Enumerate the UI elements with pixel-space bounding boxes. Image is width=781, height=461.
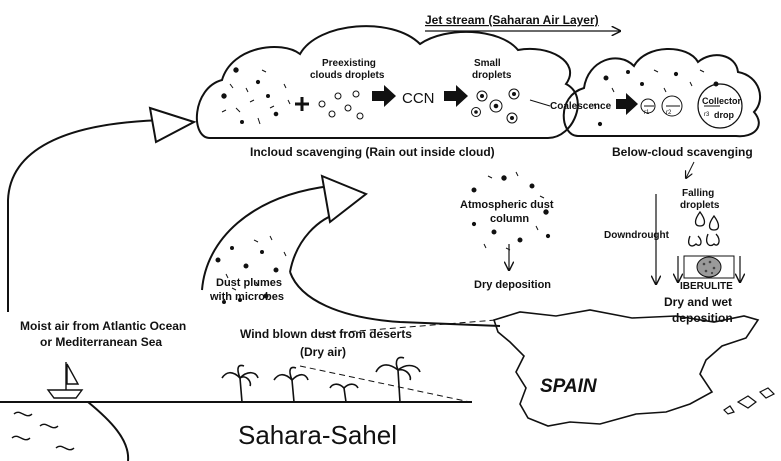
dust-plume-right-edge [289,271,501,327]
wind-blown-label-2: (Dry air) [300,345,346,359]
small-droplets-label-1: Small [474,58,501,69]
incloud-caption: Incloud scavenging (Rain out inside clou… [250,145,495,159]
palm-tree-1 [221,364,259,403]
moist-air-arrowhead [148,106,197,144]
belowcloud-caption: Below-cloud scavenging [612,145,753,159]
palm-trees [221,356,421,403]
r2-label: r2 [666,110,672,116]
plumes-label-1: Dust plumes [216,277,282,289]
atmospheric-dust-specks [471,171,551,251]
coalescence-label: Coalescence [550,101,612,112]
drywet-label-2: deposition [672,311,733,325]
ccn-label: CCN [402,90,435,107]
moist-air-label-1: Moist air from Atlantic Ocean [20,319,186,333]
spain-landmass [492,309,760,427]
sea-waves [11,411,75,451]
block-arrow-3 [616,93,638,115]
dust-plume-arrow-lower [289,211,343,273]
spain-islands [723,387,776,415]
small-droplets [471,88,520,124]
deposition-bracket [683,255,735,279]
preexisting-label-2: clouds droplets [310,70,385,81]
main-cloud [195,25,579,139]
falling-label-2: droplets [680,200,720,211]
right-cloud [562,48,762,138]
palm-tree-3 [329,383,359,403]
atmospheric-label-2: column [490,213,529,225]
preexisting-droplets [318,90,364,120]
drywet-label-1: Dry and wet [664,295,732,309]
falling-droplets [688,210,720,247]
downdrought-label: Downdrought [604,230,670,241]
belowcloud-pointer [686,161,695,178]
falling-label-1: Falling [682,188,714,199]
coastline [87,401,130,461]
palm-tree-2 [273,366,309,403]
preexisting-label-1: Preexisting [322,58,376,69]
plus-sign [295,97,309,111]
sahara-label: Sahara-Sahel [238,420,397,450]
block-arrow-1 [372,85,396,107]
collector-drop [697,83,743,129]
palm-tree-4 [375,356,421,403]
dry-deposition-label: Dry deposition [474,279,551,291]
dust-plume-arrow [201,185,331,291]
iberulite-icon [696,256,722,278]
coalescence-pointer [529,99,551,107]
moist-air-label-2: or Mediterranean Sea [40,335,162,349]
cloud-dust-specks [221,67,291,125]
collector-label-1: Collector [702,96,742,106]
dust-path-dashed-2 [299,365,471,403]
r1-label: r1 [644,110,650,116]
jet-stream-label: Jet stream (Saharan Air Layer) [425,13,599,27]
wind-blown-label-1: Wind blown dust from deserts [240,327,412,341]
merging-drops [640,95,683,117]
moist-air-arrow [7,119,169,312]
plumes-label-2: with microbes [209,291,284,303]
sailboat-icon [46,362,84,399]
plume-dust-specks [215,235,287,304]
r3-label: r3 [704,112,710,118]
iberulite-label: IBERULITE [680,281,733,292]
spain-label: SPAIN [540,376,598,397]
small-droplets-label-2: droplets [472,70,512,81]
dust-plume-arrowhead [320,174,368,224]
collector-label-2: drop [714,110,734,120]
atmospheric-label-1: Atmospheric dust [460,199,554,211]
iberulite-texture [702,260,716,275]
block-arrow-2 [444,85,468,107]
